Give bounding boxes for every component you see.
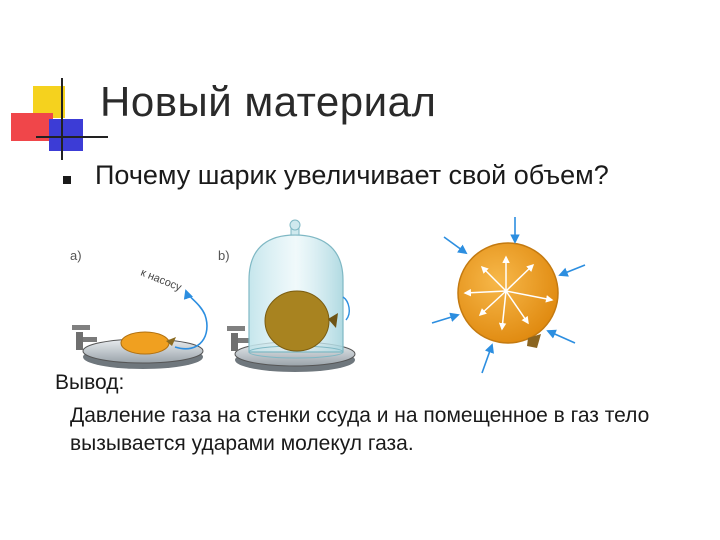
inner-pressure-arrows [463, 255, 554, 331]
slide-logo [11, 78, 108, 160]
question-text: Почему шарик увеличивает свой объем? [95, 160, 609, 190]
inflated-balloon [264, 290, 338, 352]
slide-title: Новый материал [100, 78, 437, 125]
figure-label-b: b) [218, 248, 230, 263]
figure-label-a: а) [70, 248, 82, 263]
logo-yellow-square [33, 86, 65, 118]
conclusion-heading: Вывод: [55, 371, 125, 394]
pump-label: к насосу [139, 267, 184, 294]
bullet-square [63, 176, 71, 184]
valve-a [72, 325, 97, 350]
pump-tube-a [174, 289, 208, 350]
valve-b [227, 326, 250, 351]
balloon-experiment-illustration: а) к насосу b) [70, 217, 586, 374]
pump-tube-b [342, 296, 350, 321]
outer-molecule-arrows [431, 217, 586, 374]
small-balloon [120, 331, 176, 355]
logo-blue-square [49, 119, 83, 151]
molecule-balloon [457, 242, 559, 348]
conclusion-text: Давление газа на стенки ссуда и на помещ… [70, 404, 650, 455]
